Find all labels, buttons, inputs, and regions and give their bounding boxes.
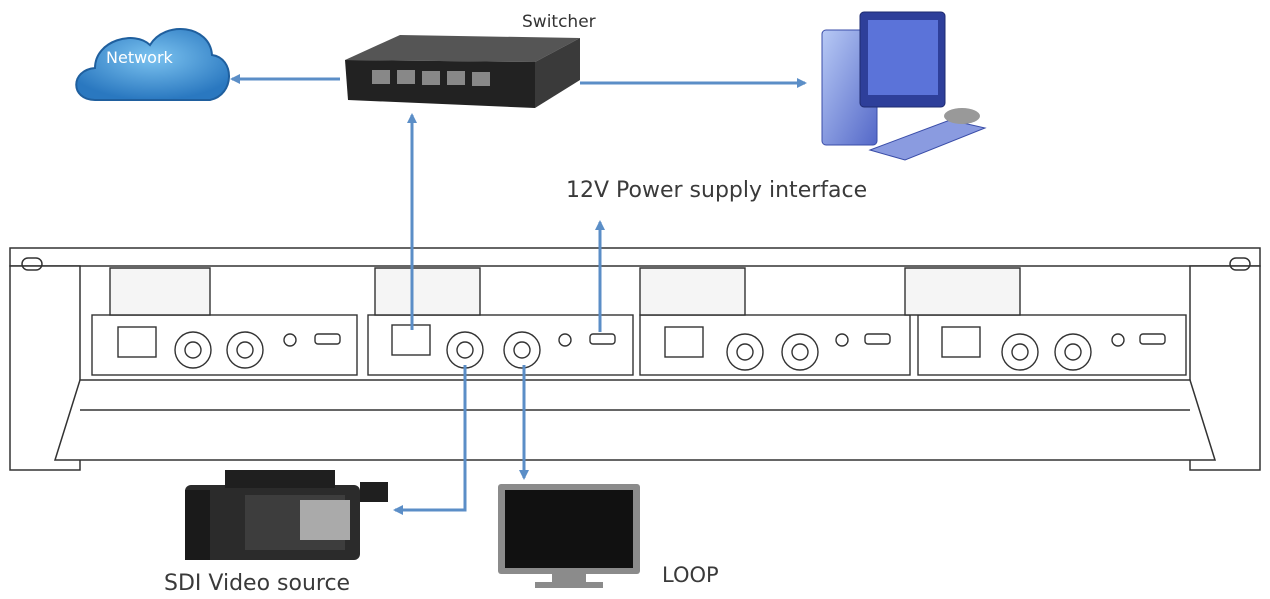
camera-icon [185, 470, 388, 560]
power-supply-label: 12V Power supply interface [566, 178, 868, 203]
module-1 [91, 267, 358, 376]
switcher-label: Switcher [522, 12, 596, 32]
switcher-device [345, 35, 580, 108]
module-3 [639, 267, 911, 376]
network-label: Network [106, 48, 173, 67]
network-cloud [75, 28, 230, 101]
pc-computer [821, 11, 987, 161]
sdi-source-label: SDI Video source [164, 571, 351, 596]
module-4 [904, 267, 1187, 376]
loop-label: LOOP [662, 563, 719, 587]
monitor-icon [498, 484, 640, 588]
connection-arrows [230, 74, 807, 515]
rack-chassis [9, 247, 1261, 471]
module-2 [367, 267, 634, 376]
